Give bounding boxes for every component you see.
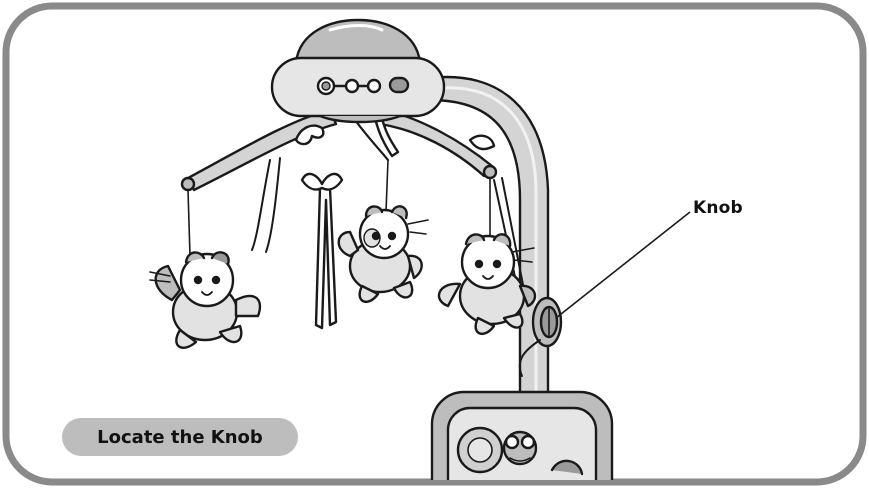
knob: [533, 298, 561, 346]
toy-box: [432, 392, 612, 488]
caption-badge: Locate the Knob: [62, 418, 298, 456]
knob-callout-label: Knob: [693, 198, 743, 218]
